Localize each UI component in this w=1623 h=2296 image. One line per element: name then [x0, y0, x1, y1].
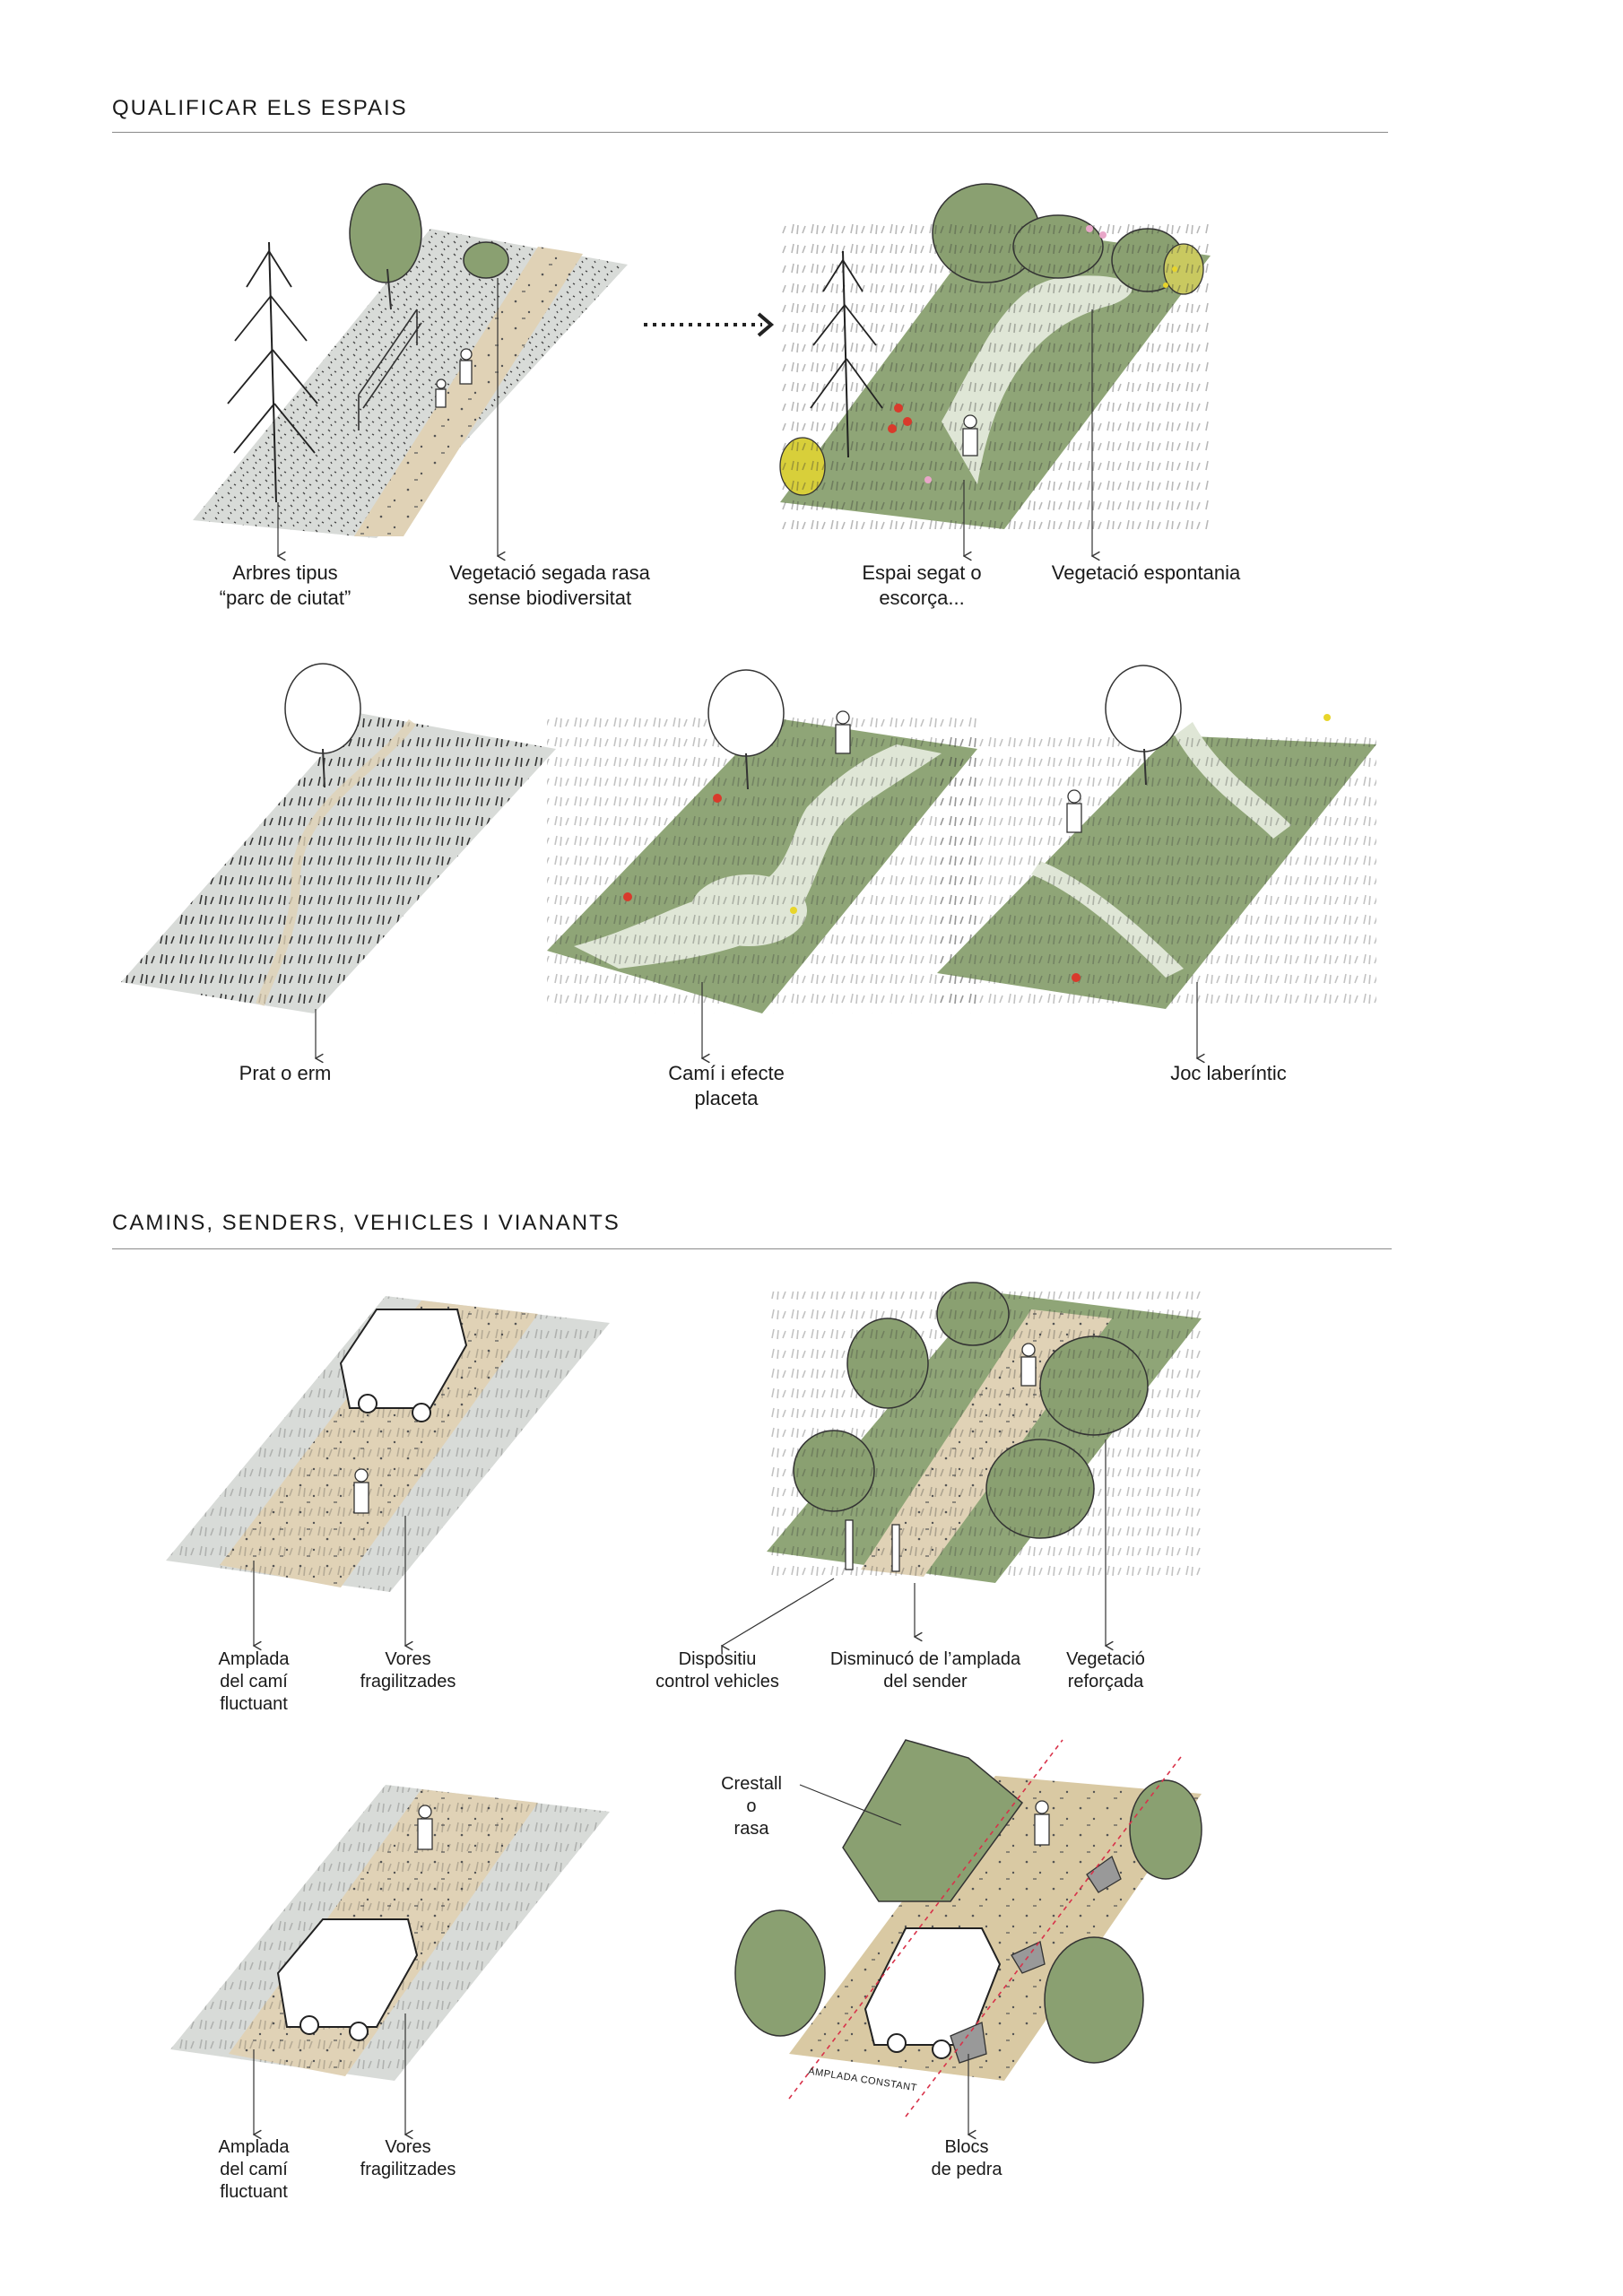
person-icon [435, 348, 473, 408]
person-icon [962, 414, 978, 457]
tree-icon [284, 663, 361, 788]
flower-group [888, 225, 1177, 483]
person-icon [1020, 1343, 1037, 1387]
section-rule-qualify [112, 132, 1388, 133]
tree-icon [1105, 665, 1182, 786]
diagram-trail-reduction [722, 1282, 1202, 1646]
stone-block-icon [950, 1855, 1122, 2064]
label-path-width-2: Amplada del camí fluctuant [218, 2137, 290, 2202]
car-icon [276, 1918, 419, 2041]
label-reinforced-vegetation: Vegetació reforçada [1066, 1649, 1145, 1692]
diagram-path-square [547, 669, 977, 1058]
person-icon [835, 710, 851, 754]
diagram-spontaneous [779, 183, 1211, 556]
diagram-ridge-stones [734, 1739, 1202, 2135]
label-mowed-space: Espai segat o escorça... [862, 561, 982, 609]
person-icon [1034, 1800, 1050, 1846]
tree-icon [707, 669, 785, 790]
car-icon [864, 1927, 1002, 2059]
label-path-width-1: Amplada del camí fluctuant [218, 1649, 290, 1714]
shrub-group [734, 1739, 1202, 2064]
pine-tree-icon [227, 241, 318, 503]
pine-tree-icon [810, 250, 883, 458]
label-meadow: Prat o erm [239, 1062, 332, 1084]
label-spontaneous-vegetation: Vegetació espontania [1051, 561, 1241, 584]
diagram-park-mowed [193, 183, 628, 556]
label-path-square: Camí i efecte placeta [668, 1062, 785, 1109]
label-edges-fragile-2: Vores fragilitzades [360, 2137, 456, 2179]
diagram-meadow [121, 663, 556, 1058]
label-trees-park: Arbres tipus “parc de ciutat” [219, 561, 352, 609]
section-rule-paths [112, 1248, 1392, 1249]
section-title-paths: CAMINS, SENDERS, VEHICLES I VIANANTS [112, 1211, 621, 1235]
diagram-maze [937, 665, 1376, 1058]
diagram-car-path-2 [170, 1785, 610, 2135]
car-icon [339, 1309, 468, 1422]
person-icon [353, 1468, 369, 1514]
label-maze-game: Joc laberíntic [1170, 1062, 1287, 1084]
label-vehicle-control: Dispositiu control vehicles [655, 1649, 779, 1692]
label-trail-reduction: Disminucó de l’amplada del sender [829, 1649, 1021, 1692]
label-edges-fragile-1: Vores fragilitzades [360, 1649, 456, 1692]
label-ridge-ditch: Crestall o rasa [721, 1774, 782, 1839]
bollard-icon [845, 1519, 900, 1572]
label-stone-blocks: Blocs de pedra [931, 2137, 1002, 2179]
person-icon [1066, 789, 1082, 833]
diagram-car-path-1 [166, 1296, 610, 1646]
tree-icon [349, 183, 509, 310]
person-icon [417, 1805, 433, 1850]
label-mowed-vegetation: Vegetació segada rasa sense biodiversita… [449, 561, 650, 609]
transform-arrow [644, 312, 775, 337]
section-title-qualify: QUALIFICAR ELS ESPAIS [112, 96, 408, 120]
